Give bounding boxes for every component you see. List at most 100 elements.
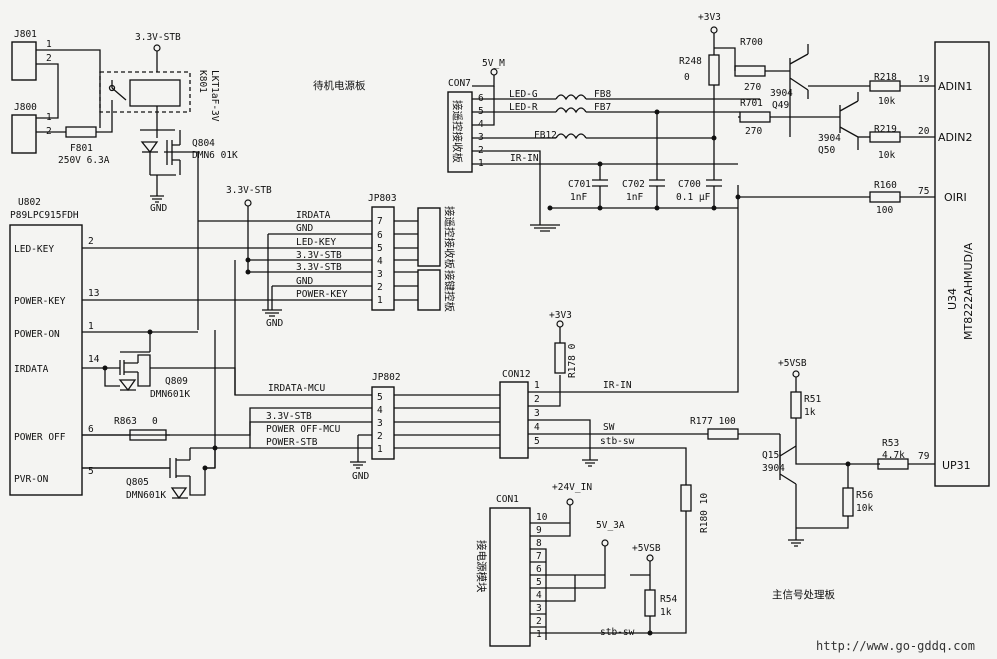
u34-adin2: ADIN2 <box>938 131 972 144</box>
k801-label: K801 <box>197 70 208 93</box>
r54-label: R54 <box>660 594 677 605</box>
q15-label: Q15 <box>762 450 779 461</box>
gnd-jp802: GND <box>352 471 369 482</box>
ir-in-label: IR-IN <box>603 380 632 391</box>
con12-pin1: 1 <box>534 380 540 391</box>
q15-model: 3904 <box>762 463 785 474</box>
q804-model: DMN6 01K <box>192 150 238 161</box>
watermark-url: http://www.go-gddq.com <box>816 639 975 653</box>
r701-val: 270 <box>745 126 762 137</box>
jp802-label: JP802 <box>372 372 401 383</box>
r863-label: R863 <box>114 416 137 427</box>
jp803-irdata: IRDATA <box>296 210 331 221</box>
jp802-poweroff-label: POWER OFF-MCU <box>266 424 341 435</box>
r53-label: R53 <box>882 438 899 449</box>
q805-label: Q805 <box>126 477 149 488</box>
u802-power-on: POWER-ON <box>14 329 60 340</box>
f801-rating: 250V 6.3A <box>58 155 110 166</box>
jp802-pin5: 5 <box>377 392 383 403</box>
jp802-pin3: 3 <box>377 418 383 429</box>
u34-pin19: 19 <box>918 74 930 85</box>
u34-pin79: 79 <box>918 451 930 462</box>
jp803-pin2: 2 <box>377 282 383 293</box>
u802-power-key: POWER-KEY <box>14 296 66 307</box>
r180-resistor <box>680 484 692 512</box>
r863-val: 0 <box>152 416 158 427</box>
jp803-pin1: 1 <box>377 295 383 306</box>
con1-label: CON1 <box>496 494 519 505</box>
u34-soc <box>934 41 990 487</box>
r160-resistor <box>869 191 901 203</box>
r54-resistor <box>644 589 656 617</box>
jp803-gnd2: GND <box>296 276 313 287</box>
c702-val: 1nF <box>626 192 643 203</box>
jp803-pin4: 4 <box>377 256 383 267</box>
con1-pin3: 3 <box>536 603 542 614</box>
jp803-connector <box>371 206 395 311</box>
fb8-label: FB8 <box>594 89 611 100</box>
c700-val: 0.1 µF <box>676 192 711 203</box>
jp802-powerstb-label: POWER-STB <box>266 437 318 448</box>
r53-val: 4.7k <box>882 450 905 461</box>
j800-pin1: 1 <box>46 112 52 123</box>
jp803-ledkey: LED-KEY <box>296 237 336 248</box>
q809-model: DMN601K <box>150 389 190 400</box>
con1-pin10: 10 <box>536 512 548 523</box>
r56-resistor <box>842 487 854 517</box>
r219-label: R219 <box>874 124 897 135</box>
con1-pin6: 6 <box>536 564 542 575</box>
j800-connector <box>11 114 37 154</box>
k801-model: LKT1aF-3V <box>209 70 220 122</box>
jp803-stb2: 3.3V-STB <box>296 262 342 273</box>
con7-label: CON7 <box>448 78 471 89</box>
q809-label: Q809 <box>165 376 188 387</box>
irdata-mcu-label: IRDATA-MCU <box>268 383 325 394</box>
r51-label: R51 <box>804 394 821 405</box>
con7-connector <box>447 91 473 173</box>
r700-val: 270 <box>744 82 761 93</box>
v5vsb-con1-label: +5VSB <box>632 543 661 554</box>
u34-up31: UP31 <box>942 459 971 472</box>
stb-sw-label: stb-sw <box>600 436 635 447</box>
r700-resistor <box>734 65 766 77</box>
r180-label: R180 10 <box>699 493 710 533</box>
j800-label: J800 <box>14 102 37 113</box>
con1-pin9: 9 <box>536 525 542 536</box>
stb-mid-label: 3.3V-STB <box>226 185 272 196</box>
jp803-pin7: 7 <box>377 216 383 227</box>
main-board-title: 主信号处理板 <box>772 588 835 601</box>
q49-name: Q49 <box>772 100 789 111</box>
remote-board-block <box>417 207 441 267</box>
standby-board-title: 待机电源板 <box>313 79 366 92</box>
jp803-powerkey: POWER-KEY <box>296 289 348 300</box>
r160-label: R160 <box>874 180 897 191</box>
fb12-bead <box>555 133 587 140</box>
u802-pin13: 13 <box>88 288 99 299</box>
ir-in-con7-label: IR-IN <box>510 153 539 164</box>
r51-val: 1k <box>804 407 816 418</box>
sw-label: SW <box>603 422 615 433</box>
gnd-jp803: GND <box>266 318 283 329</box>
r177-label: R177 100 <box>690 416 736 427</box>
relay-coil <box>129 79 181 107</box>
con1-pin8: 8 <box>536 538 542 549</box>
con1-pin2: 2 <box>536 616 542 627</box>
j801-connector <box>11 41 37 81</box>
u802-pvr-on: PVR-ON <box>14 474 49 485</box>
j801-pin2: 2 <box>46 53 52 64</box>
u802-pin5: 5 <box>88 466 94 477</box>
q49-model: 3904 <box>770 88 793 99</box>
r248-resistor <box>708 54 720 86</box>
u802-pin1: 1 <box>88 321 94 332</box>
v5-3a-label: 5V_3A <box>596 520 625 531</box>
u802-pin2: 2 <box>88 236 94 247</box>
r178-label: R178 0 <box>567 343 578 378</box>
c700-label: C700 <box>678 179 701 190</box>
u802-mcu <box>9 224 83 496</box>
j801-pin1: 1 <box>46 39 52 50</box>
to-remote-recv2-label: 接遥控接收板 <box>451 100 464 163</box>
r177-resistor <box>707 428 739 440</box>
jp803-pin5: 5 <box>377 243 383 254</box>
